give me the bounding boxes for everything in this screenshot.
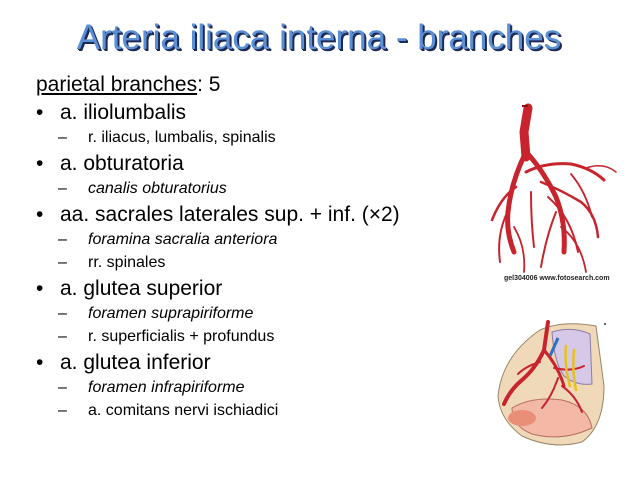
sub-item: – a. comitans nervi ischiadici <box>36 401 496 424</box>
sub-text: r. superficialis + profundus <box>88 328 275 345</box>
sub-text: foramen suprapiriforme <box>88 305 254 322</box>
dash-icon: – <box>58 180 67 197</box>
intro-count: : 5 <box>197 73 221 96</box>
bullet-icon: • <box>36 101 44 124</box>
bullet-text: aa. sacrales laterales sup. + inf. (×2) <box>60 203 400 226</box>
sub-text: a. comitans nervi ischiadici <box>88 402 279 419</box>
bullet-item: • a. obturatoria <box>36 151 496 179</box>
sub-item: – rr. spinales <box>36 253 496 276</box>
dash-icon: – <box>58 379 67 396</box>
sub-item: – r. superficialis + profundus <box>36 327 496 350</box>
bullet-text: a. obturatoria <box>60 152 184 175</box>
bullet-icon: • <box>36 277 44 300</box>
dash-icon: – <box>58 254 67 271</box>
sub-item: – foramina sacralia anteriora <box>36 230 496 253</box>
intro-line: parietal branches: 5 <box>36 72 496 100</box>
sub-text: rr. spinales <box>88 254 166 271</box>
slide-title: Arteria iliaca interna - branches <box>76 18 562 57</box>
bullet-icon: • <box>36 351 44 374</box>
sub-item: – foramen suprapiriforme <box>36 304 496 327</box>
sub-item: – foramen infrapiriforme <box>36 378 496 401</box>
dash-icon: – <box>58 305 67 322</box>
bullet-item: • a. iliolumbalis <box>36 100 496 128</box>
bullet-icon: • <box>36 203 44 226</box>
artery-branches-illustration <box>490 103 617 273</box>
branch-list: parietal branches: 5 • a. iliolumbalis – r… <box>36 72 496 424</box>
bullet-item: • aa. sacrales laterales sup. + inf. (×2) <box>36 202 496 230</box>
bullet-item: • a. glutea inferior <box>36 350 496 378</box>
bullet-item: • a. glutea superior <box>36 276 496 304</box>
bullet-text: a. glutea superior <box>60 277 223 300</box>
bullet-icon: • <box>36 152 44 175</box>
sub-text: canalis obturatorius <box>88 180 227 197</box>
sub-text: r. iliacus, lumbalis, spinalis <box>88 129 276 146</box>
pelvis-anatomy-illustration <box>497 320 606 446</box>
dash-icon: – <box>58 402 67 419</box>
image-watermark: gel304006 www.fotosearch.com <box>504 275 610 282</box>
intro-label: parietal branches <box>36 73 198 96</box>
sub-text: foramen infrapiriforme <box>88 379 245 396</box>
dash-icon: – <box>58 129 67 146</box>
sub-text: foramina sacralia anteriora <box>88 231 278 248</box>
sub-item: – canalis obturatorius <box>36 179 496 202</box>
sub-item: – r. iliacus, lumbalis, spinalis <box>36 128 496 151</box>
bullet-text: a. iliolumbalis <box>60 101 187 124</box>
dash-icon: – <box>58 231 67 248</box>
dash-icon: – <box>58 328 67 345</box>
bullet-text: a. glutea inferior <box>60 351 211 374</box>
